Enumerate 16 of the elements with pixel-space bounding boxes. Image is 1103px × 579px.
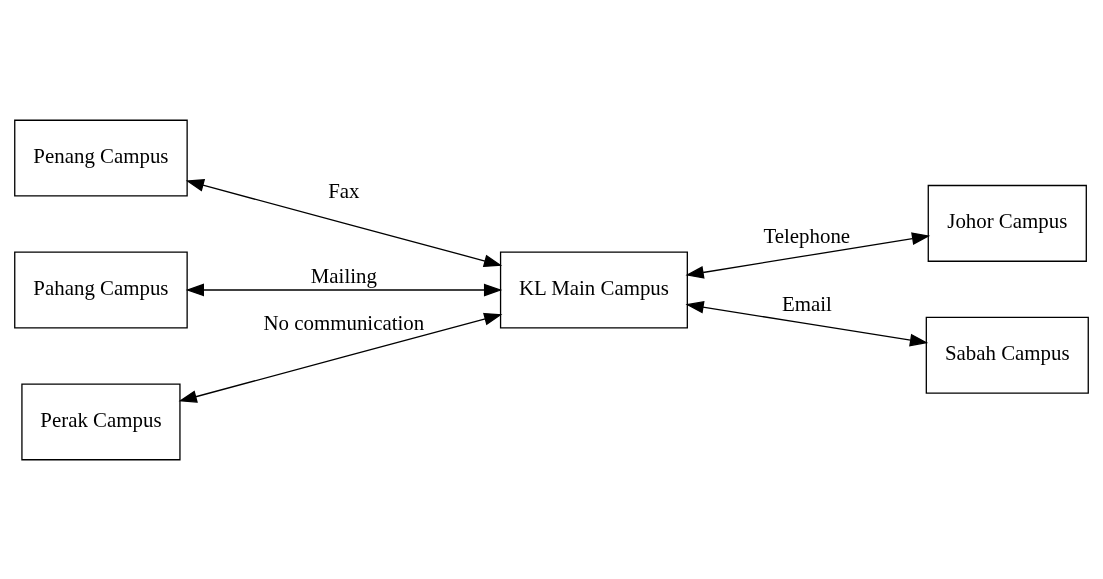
edge-label: Telephone: [763, 223, 851, 248]
node-box: Sabah Campus: [925, 316, 1089, 394]
edge-label: No communication: [263, 310, 425, 335]
node-box: Perak Campus: [21, 382, 181, 460]
edge-label: Mailing: [310, 263, 377, 288]
arrow: [685, 231, 931, 279]
node-box: Johor Campus: [927, 184, 1087, 262]
arrow: [185, 178, 503, 267]
node-box: KL Main Campus: [499, 250, 688, 329]
node-box: Penang Campus: [14, 119, 188, 197]
edge-label: Email: [781, 291, 832, 316]
edge-label: Fax: [328, 178, 360, 203]
node-box: Pahang Campus: [14, 250, 188, 329]
arrow: [685, 300, 929, 346]
arrow: [185, 283, 503, 296]
arrow: [178, 312, 503, 403]
